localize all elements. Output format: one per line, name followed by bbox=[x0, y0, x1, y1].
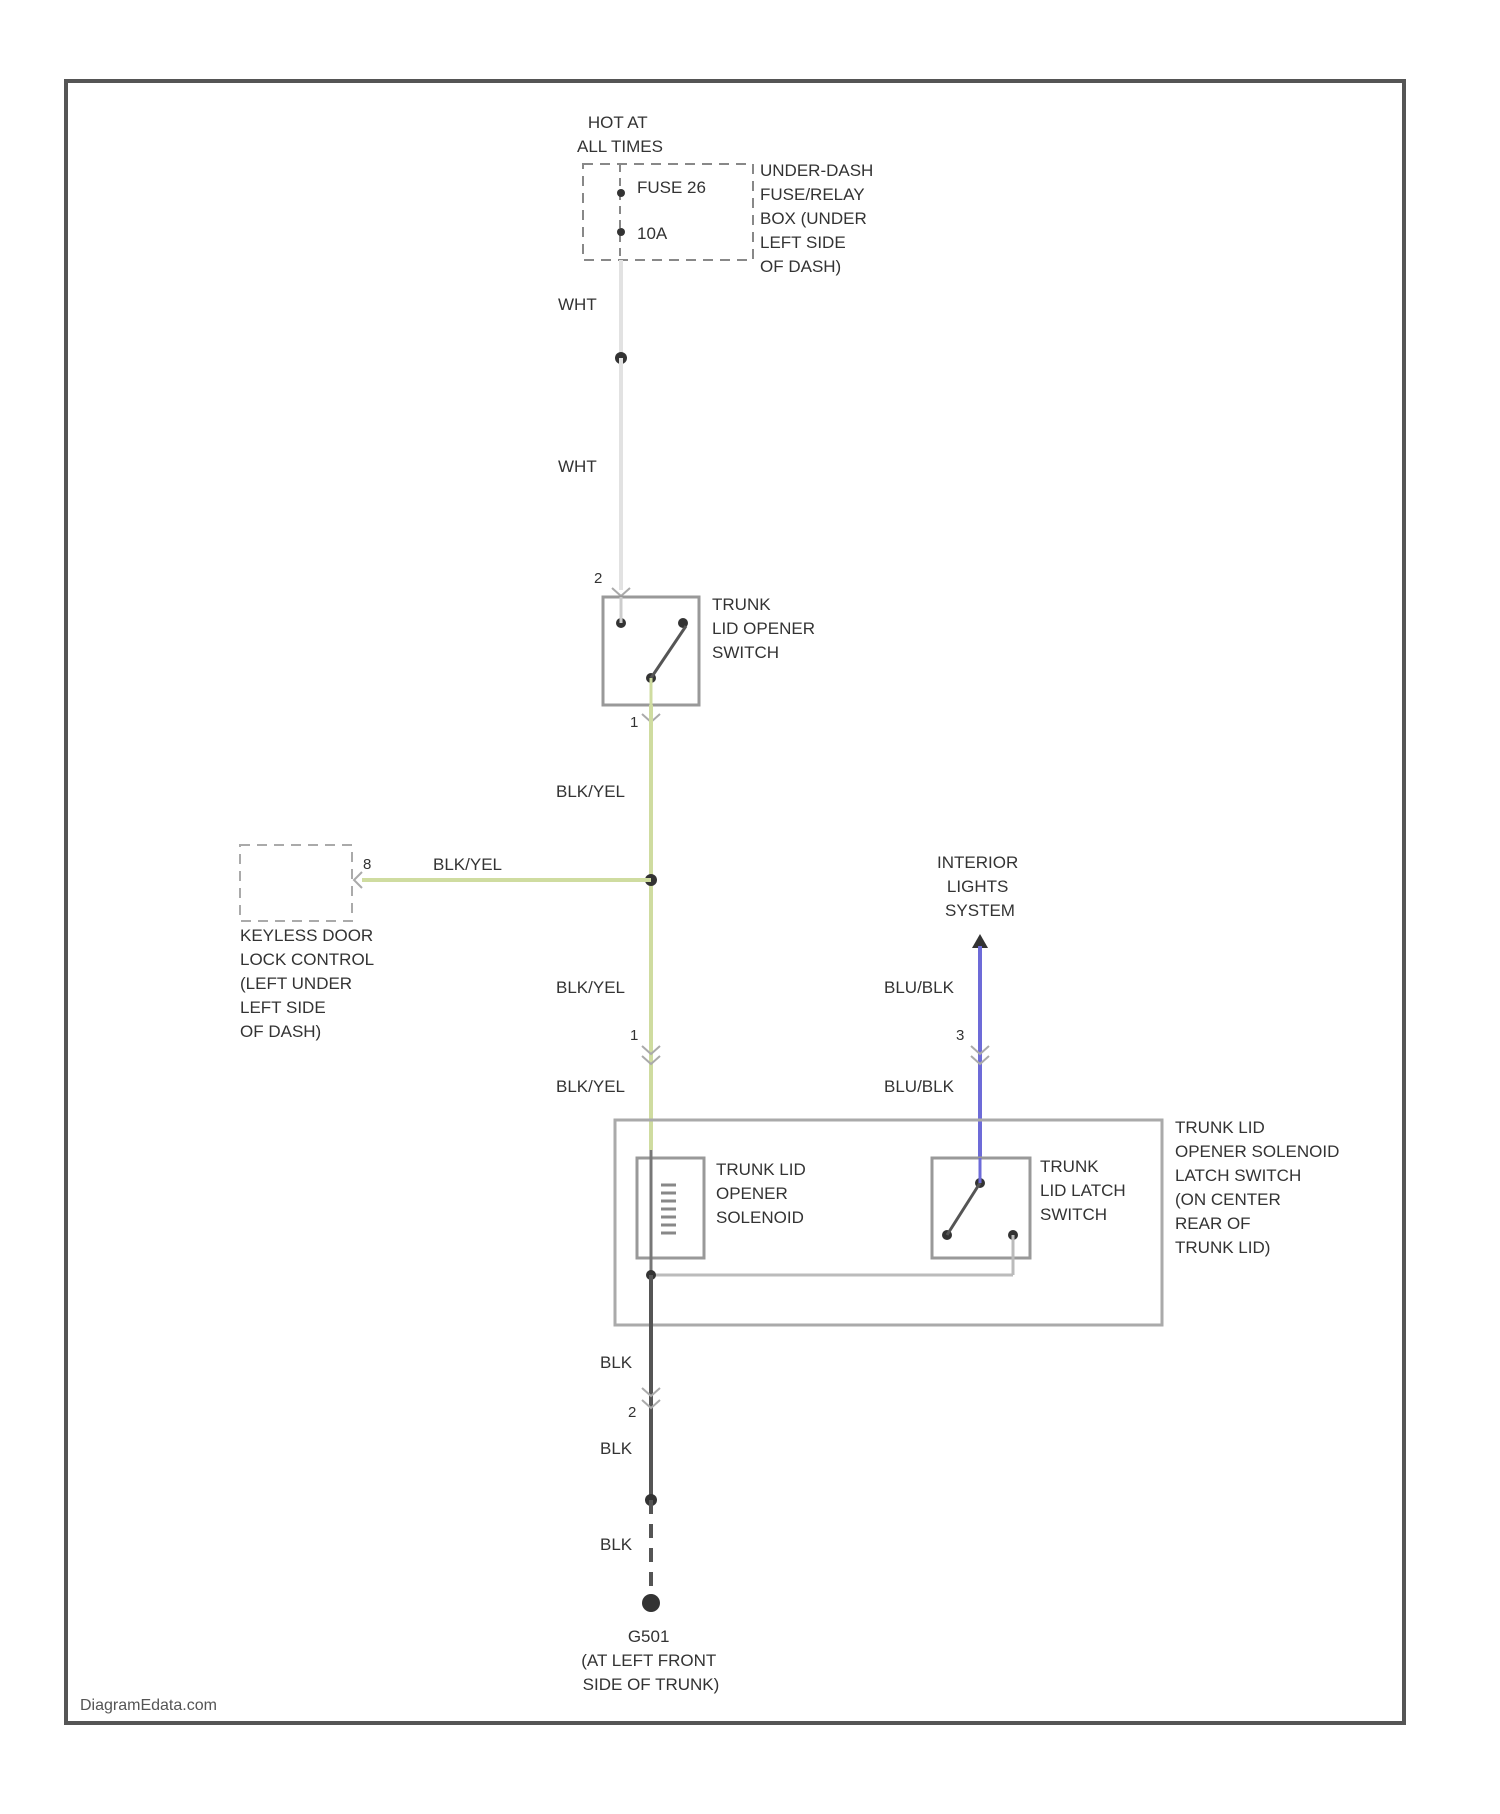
wire-label-wht-lower: WHT bbox=[558, 457, 597, 476]
fuse-terminal-bottom bbox=[617, 228, 625, 236]
wire-label-blk-yel-1: BLK/YEL bbox=[556, 782, 625, 801]
assembly-label: TRUNK LID OPENER SOLENOID LATCH SWITCH (… bbox=[1175, 1118, 1344, 1257]
wire-label-blk-1: BLK bbox=[600, 1353, 633, 1372]
keyless-control-label: KEYLESS DOOR LOCK CONTROL (LEFT UNDER LE… bbox=[240, 926, 378, 1041]
ground-label: G501 (AT LEFT FRONT SIDE OF TRUNK) bbox=[581, 1627, 721, 1694]
power-source-label: HOT AT ALL TIMES bbox=[577, 113, 663, 156]
ground-point-icon bbox=[642, 1594, 660, 1612]
opener-switch-label: TRUNK LID OPENER SWITCH bbox=[712, 595, 820, 662]
solenoid-coil-icon bbox=[661, 1185, 676, 1233]
wire-label-blu-blk-2: BLU/BLK bbox=[884, 1077, 955, 1096]
diagram-frame bbox=[66, 81, 1404, 1723]
connector-pin-yel: 1 bbox=[630, 1027, 638, 1044]
fuse-name: FUSE 26 bbox=[637, 178, 706, 197]
wire-label-blk-yel-2: BLK/YEL bbox=[556, 978, 625, 997]
opener-switch-pin-bottom: 1 bbox=[630, 714, 638, 731]
interior-lights-arrow bbox=[972, 934, 988, 948]
keyless-door-lock-control bbox=[240, 845, 352, 921]
opener-switch-pin-top: 2 bbox=[594, 570, 602, 587]
watermark: DiagramEdata.com bbox=[80, 1697, 217, 1714]
latch-switch-label: TRUNK LID LATCH SWITCH bbox=[1040, 1157, 1130, 1224]
wire-label-blk-2: BLK bbox=[600, 1439, 633, 1458]
connector-pin-blu: 3 bbox=[956, 1027, 964, 1044]
fuse-rating: 10A bbox=[637, 224, 668, 243]
fuse-terminal-top bbox=[617, 189, 625, 197]
interior-lights-label: INTERIOR LIGHTS SYSTEM bbox=[937, 853, 1023, 920]
keyless-control-pin: 8 bbox=[363, 856, 371, 873]
wire-label-blk-3: BLK bbox=[600, 1535, 633, 1554]
wire-label-blu-blk-1: BLU/BLK bbox=[884, 978, 955, 997]
wire-label-blk-yel-branch: BLK/YEL bbox=[433, 855, 502, 874]
solenoid-label: TRUNK LID OPENER SOLENOID bbox=[716, 1160, 810, 1227]
wire-label-wht-top: WHT bbox=[558, 295, 597, 314]
wire-label-blk-yel-3: BLK/YEL bbox=[556, 1077, 625, 1096]
connector-pin-ground: 2 bbox=[628, 1404, 636, 1421]
fuse-box-location-label: UNDER-DASH FUSE/RELAY BOX (UNDER LEFT SI… bbox=[760, 161, 878, 276]
